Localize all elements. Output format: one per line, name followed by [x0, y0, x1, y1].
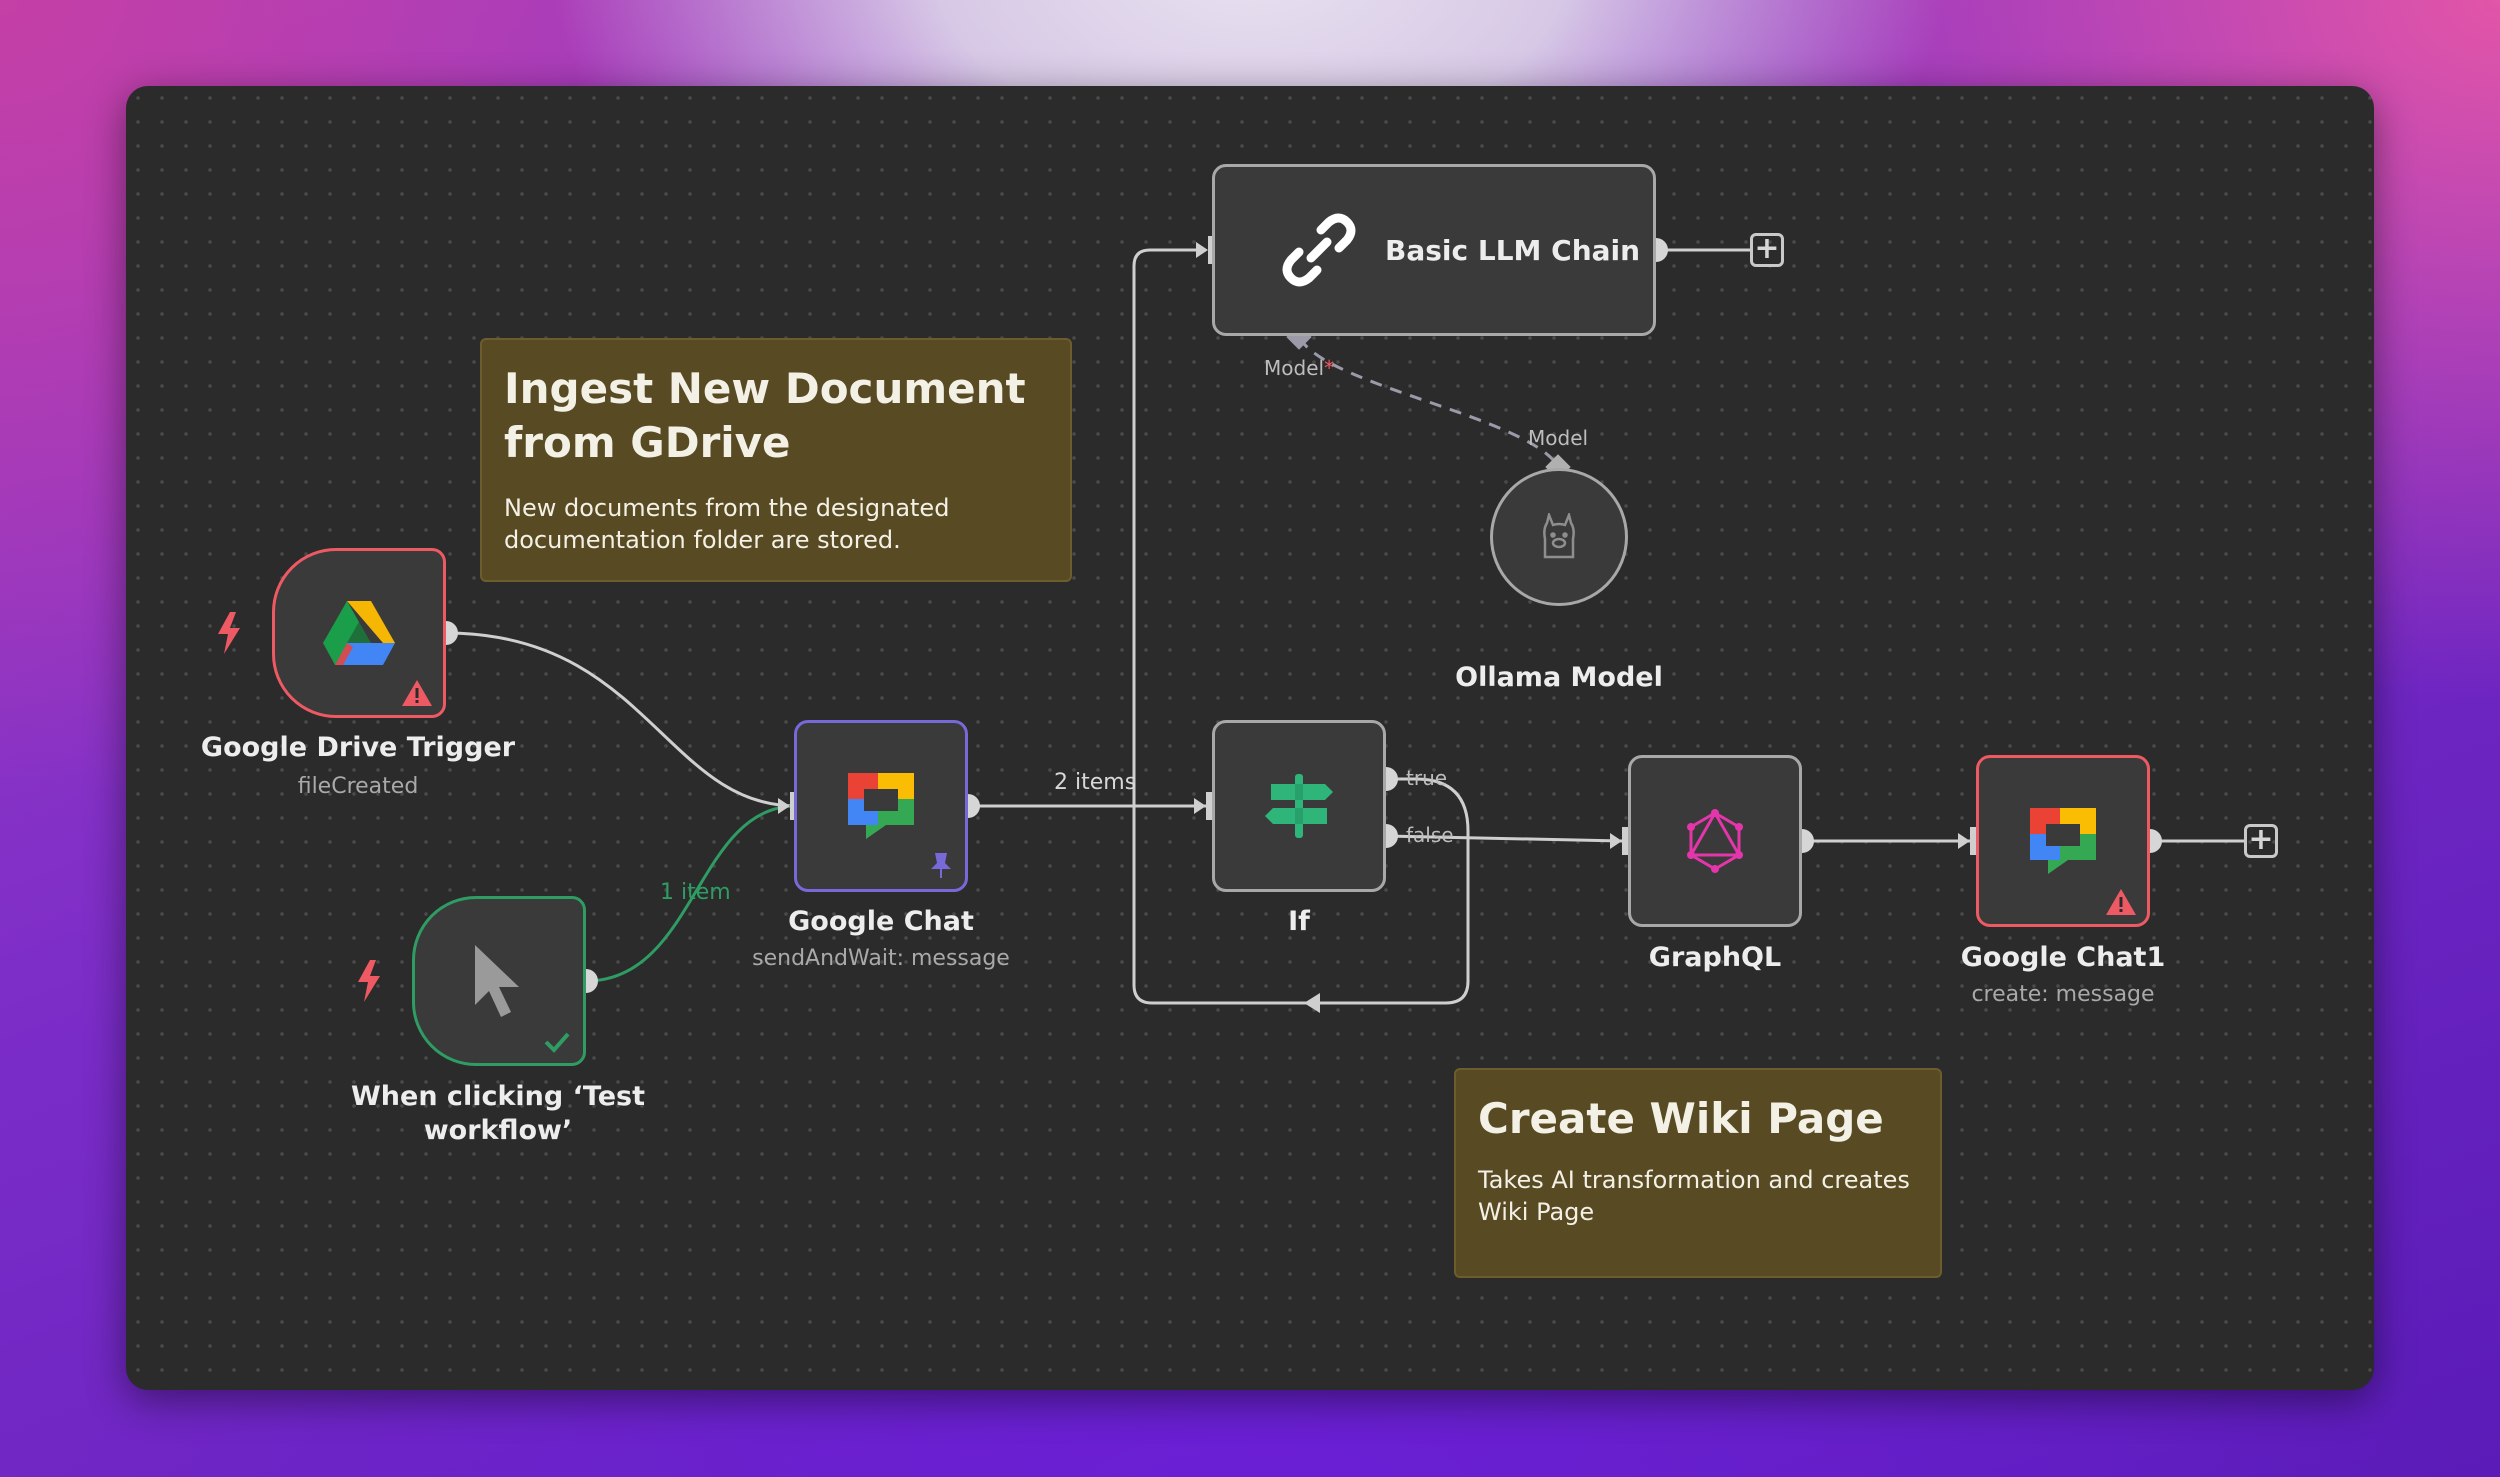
add-node-after-llm-button[interactable]: + — [1750, 233, 1784, 267]
if-false-label: false — [1406, 823, 1454, 847]
node-subtitle-google-drive-trigger: fileCreated — [297, 774, 419, 799]
node-subtitle-google-chat: sendAndWait: message — [752, 946, 1010, 971]
if-true-label: true — [1406, 766, 1448, 790]
node-graphql[interactable] — [1628, 755, 1802, 927]
node-manual-trigger[interactable] — [412, 896, 586, 1066]
trigger-bolt-icon — [218, 612, 240, 654]
chat-input-arrow — [778, 798, 790, 814]
trigger-bolt-icon — [358, 960, 380, 1002]
add-node-after-chat1-button[interactable]: + — [2244, 824, 2278, 858]
node-label-google-chat1: Google Chat1 — [1960, 942, 2166, 973]
google-chat-icon — [2030, 808, 2096, 874]
node-if[interactable] — [1212, 720, 1386, 892]
if-input-handle[interactable] — [1206, 792, 1216, 820]
chat1-input-arrow — [1958, 833, 1970, 849]
sticky-note-ingest[interactable]: Ingest New Document from GDrive New docu… — [480, 338, 1072, 582]
google-chat-icon — [848, 773, 914, 839]
node-label-google-chat: Google Chat — [788, 906, 974, 937]
manual-trigger-name: When clicking ‘Test workflow’ — [351, 1081, 645, 1146]
node-label-basic-llm-chain: Basic LLM Chain — [1385, 233, 1641, 267]
sticky-wiki-body: Takes AI transformation and creates Wiki… — [1478, 1166, 1910, 1226]
node-google-chat[interactable] — [794, 720, 968, 892]
node-label-graphql: GraphQL — [1648, 942, 1782, 973]
warning-icon[interactable] — [2105, 888, 2137, 916]
edge-manual-to-chat[interactable] — [585, 804, 797, 983]
required-marker: * — [1324, 356, 1335, 380]
node-label-manual-trigger: When clicking ‘Test workflow’ — [348, 1080, 648, 1148]
graphql-input-arrow — [1610, 833, 1622, 849]
google-drive-icon — [323, 601, 395, 665]
signpost-icon — [1265, 774, 1333, 838]
llama-icon — [1543, 513, 1575, 559]
workflow-canvas[interactable]: Ingest New Document from GDrive New docu… — [126, 86, 2374, 1390]
edge-label-1-item: 1 item — [660, 880, 731, 905]
node-google-chat1[interactable] — [1976, 755, 2150, 927]
ollama-model-port-label: Model — [1528, 426, 1589, 450]
node-label-ollama-model: Ollama Model — [1455, 662, 1663, 693]
sticky-note-wiki[interactable]: Create Wiki Page Takes AI transformation… — [1454, 1068, 1942, 1278]
edge-if-true-to-llm[interactable] — [1132, 248, 1470, 1005]
edge-drive-to-chat[interactable] — [445, 631, 797, 808]
loop-arrow-head — [1304, 993, 1320, 1013]
cursor-icon — [475, 945, 519, 1017]
node-label-google-drive-trigger: Google Drive Trigger — [200, 732, 516, 763]
chat1-input-handle[interactable] — [1970, 827, 1980, 855]
pin-icon[interactable] — [929, 851, 953, 879]
node-basic-llm-chain[interactable]: Basic LLM Chain — [1212, 164, 1656, 336]
node-subtitle-google-chat1: create: message — [1971, 982, 2155, 1007]
link-chain-icon — [1282, 213, 1356, 287]
edge-label-2-items: 2 items — [1054, 770, 1137, 795]
graphql-input-handle[interactable] — [1622, 827, 1632, 855]
llm-model-port-label: Model* — [1264, 356, 1334, 380]
sticky-wiki-title: Create Wiki Page — [1478, 1094, 1884, 1143]
edge-ollama-to-llm-model[interactable] — [1298, 337, 1560, 467]
edge-if-false-to-graphql[interactable] — [1385, 834, 1623, 843]
graphql-icon — [1687, 809, 1743, 873]
sticky-ingest-body: New documents from the designated docume… — [504, 494, 950, 554]
sticky-ingest-title: Ingest New Document from GDrive — [504, 364, 1026, 467]
warning-icon[interactable] — [401, 679, 433, 707]
node-label-if: If — [1288, 906, 1310, 937]
llm-input-arrow — [1196, 242, 1208, 258]
if-input-arrow — [1194, 798, 1206, 814]
node-google-drive-trigger[interactable] — [272, 548, 446, 718]
success-check-icon — [544, 1032, 570, 1053]
node-ollama-model[interactable] — [1490, 468, 1628, 606]
llm-model-port-text: Model — [1264, 356, 1325, 380]
